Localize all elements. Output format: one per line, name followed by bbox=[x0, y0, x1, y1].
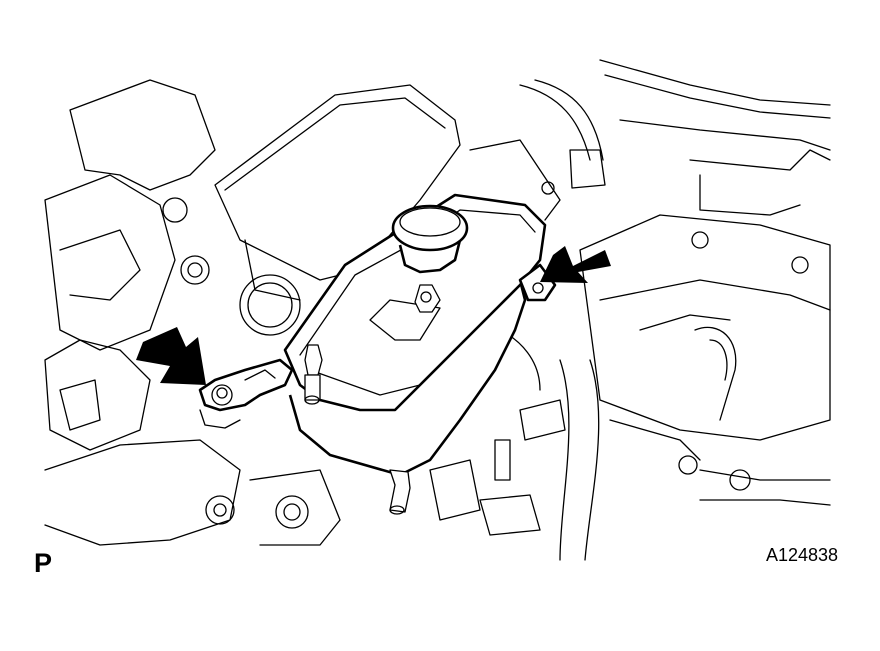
reservoir-tank bbox=[198, 193, 557, 515]
view-letter-label: P bbox=[34, 548, 53, 578]
right-mounting-bolt-arrow bbox=[540, 246, 611, 283]
engine-bay-background bbox=[44, 59, 831, 561]
left-mounting-bolt-arrow bbox=[136, 327, 206, 385]
figure-id-label: A124838 bbox=[766, 545, 839, 565]
